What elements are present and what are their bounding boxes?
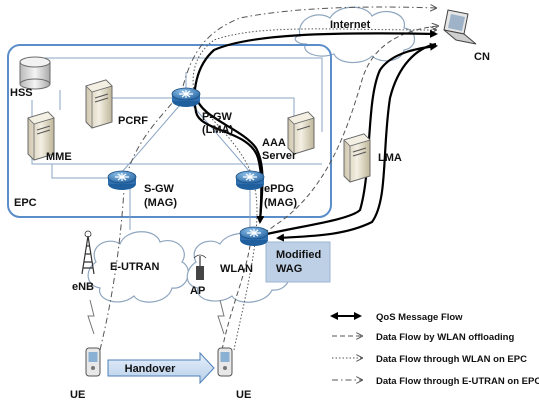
- antenna-icon: [193, 254, 207, 280]
- legend-item-offload: Data Flow by WLAN offloading: [332, 332, 514, 343]
- internet-cloud: [294, 6, 416, 64]
- router-icon: [235, 170, 265, 190]
- router-icon: [107, 170, 137, 190]
- pcrf-label: PCRF: [118, 115, 148, 127]
- server-icon: [85, 79, 113, 129]
- aaa-label: AAA: [262, 137, 286, 149]
- handover-label: Handover: [125, 363, 176, 375]
- wlan-label: WLAN: [220, 263, 253, 275]
- flow-wlan-offloading: [221, 26, 438, 351]
- epdg-sub-label: (MAG): [264, 197, 297, 209]
- lma-label: LMA: [378, 152, 402, 164]
- epc-box: [7, 44, 332, 218]
- laptop-icon: [443, 9, 477, 45]
- epc-label: EPC: [14, 197, 37, 209]
- sgw-label: S-GW: [144, 183, 175, 195]
- handover-arrow: Handover: [107, 351, 215, 385]
- hss-label: HSS: [10, 87, 33, 99]
- legend: QoS Message Flow Data Flow by WLAN offlo…: [330, 312, 539, 387]
- ap-label: AP: [190, 285, 205, 297]
- eutran-label: E-UTRAN: [110, 261, 160, 273]
- wag-label: Modified: [276, 249, 321, 261]
- server-icon: [343, 133, 371, 183]
- pgw-label: P-GW: [202, 111, 233, 123]
- legend-item-eutran-epc: Data Flow through E-UTRAN on EPC: [332, 376, 539, 387]
- legend-qos-label: QoS Message Flow: [376, 312, 463, 323]
- cn-label: CN: [474, 51, 490, 63]
- server-icon: [27, 111, 55, 161]
- router-icon: [171, 87, 201, 107]
- wag-box: [265, 241, 331, 283]
- ue-right-label: UE: [236, 389, 251, 401]
- ue-left-label: UE: [70, 389, 85, 401]
- mme-label: MME: [46, 151, 72, 163]
- antenna-icon: [81, 230, 95, 275]
- epdg-label: ePDG: [264, 183, 294, 195]
- legend-item-qos: QoS Message Flow: [330, 312, 463, 323]
- legend-offload-label: Data Flow by WLAN offloading: [376, 332, 514, 343]
- database-icon: [19, 56, 51, 90]
- aaa-sub-label: Server: [262, 150, 297, 162]
- router-icon: [239, 226, 269, 246]
- enb-label: eNB: [72, 281, 94, 293]
- sgw-sub-label: (MAG): [144, 197, 177, 209]
- legend-wlan-epc-label: Data Flow through WLAN on EPC: [376, 354, 527, 365]
- flow-wlan-on-epc: [192, 29, 436, 351]
- internet-label: Internet: [330, 19, 371, 31]
- lightning-icon: [87, 299, 225, 335]
- legend-eutran-epc-label: Data Flow through E-UTRAN on EPC: [376, 376, 539, 387]
- server-icon: [287, 111, 315, 155]
- legend-item-wlan-epc: Data Flow through WLAN on EPC: [332, 354, 527, 365]
- phone-icon: [85, 347, 101, 377]
- wag-sub-label: WAG: [276, 263, 302, 275]
- pgw-sub-label: (LMA): [202, 124, 233, 136]
- phone-icon: [217, 347, 233, 377]
